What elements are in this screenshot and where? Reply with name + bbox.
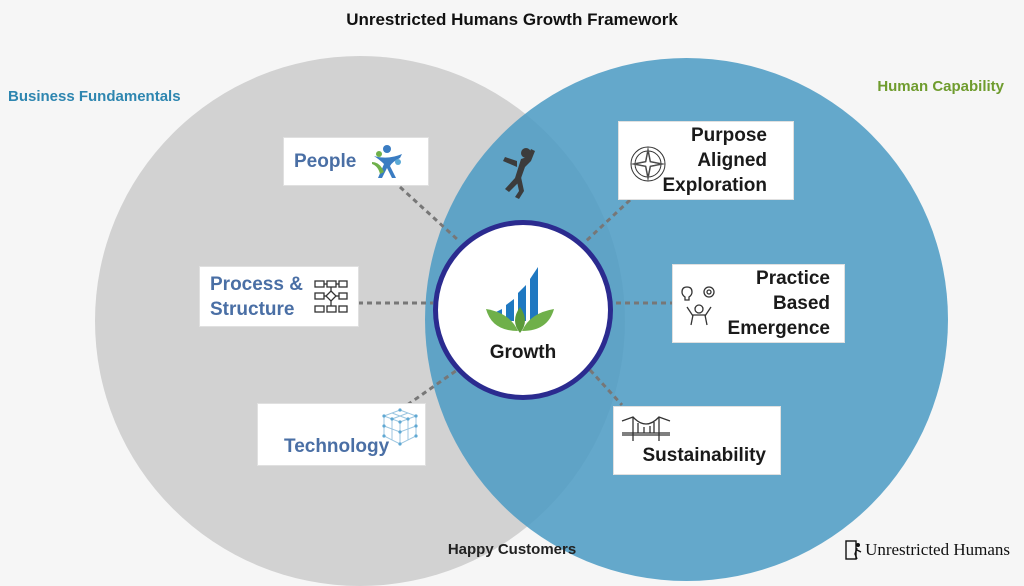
technology-card: Technology xyxy=(257,403,426,466)
ideas-gears-icon xyxy=(681,286,715,326)
purpose-label: Purpose Aligned Exploration xyxy=(662,123,767,198)
process-line1: Process & xyxy=(210,273,303,295)
brand-logo: Unrestricted Humans xyxy=(845,540,1010,560)
purpose-line1: Purpose xyxy=(690,125,767,146)
network-cube-icon xyxy=(382,408,418,446)
practice-label: Practice Based Emergence xyxy=(728,266,830,341)
jumping-person-icon xyxy=(503,148,535,199)
human-capability-label: Human Capability xyxy=(877,78,1004,95)
diagram-title: Unrestricted Humans Growth Framework xyxy=(346,10,678,29)
sustainability-card: Sustainability xyxy=(613,406,781,475)
connector-purpose xyxy=(583,198,632,244)
connector-sustainability xyxy=(588,368,624,407)
sustainability-label: Sustainability xyxy=(642,445,766,466)
purpose-card: Purpose Aligned Exploration xyxy=(618,121,794,200)
flowchart-icon xyxy=(314,279,348,313)
brand-name: Unrestricted Humans xyxy=(865,540,1010,559)
people-label: People xyxy=(294,151,357,172)
purpose-line3: Exploration xyxy=(662,175,767,196)
people-icon xyxy=(372,144,403,178)
process-structure-card: Process & Structure xyxy=(199,266,359,327)
bridge-icon xyxy=(621,416,671,441)
growth-label: Growth xyxy=(489,342,557,363)
growth-chart-leaves-icon xyxy=(486,267,554,333)
growth-center-circle: Growth xyxy=(433,220,613,400)
purpose-line2: Aligned xyxy=(697,150,767,171)
process-structure-label: Process & Structure xyxy=(210,272,303,322)
happy-customers-label: Happy Customers xyxy=(447,541,577,558)
practice-line2: Based xyxy=(772,293,830,314)
connector-people xyxy=(398,185,460,242)
business-fundamentals-label: Business Fundamentals xyxy=(8,88,181,105)
practice-card: Practice Based Emergence xyxy=(672,264,845,343)
practice-line3: Emergence xyxy=(727,318,830,339)
process-line2: Structure xyxy=(210,298,295,320)
practice-line1: Practice xyxy=(756,268,830,289)
technology-label: Technology xyxy=(284,436,390,457)
people-card: People xyxy=(283,137,429,186)
compass-icon xyxy=(630,146,666,182)
door-person-icon xyxy=(845,540,862,560)
